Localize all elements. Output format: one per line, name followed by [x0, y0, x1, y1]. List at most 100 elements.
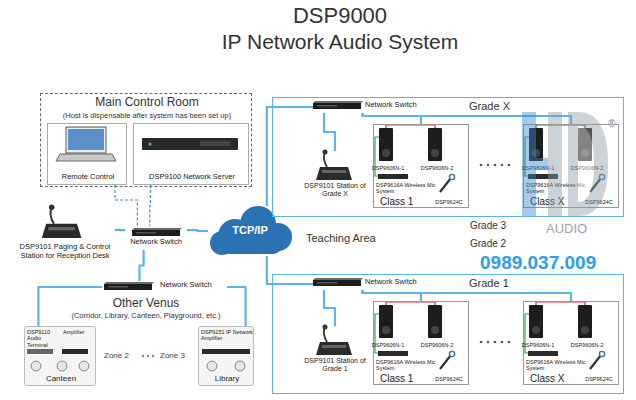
- amplifier-symbol: [202, 349, 250, 354]
- node-label: Grade 1: [469, 277, 529, 290]
- network-link: [149, 185, 151, 226]
- network-link: [38, 287, 102, 326]
- node-label: Canteen: [25, 374, 97, 383]
- dot: [142, 355, 144, 357]
- laptop-display: [68, 129, 104, 150]
- zone-box: DSP9151 IP Network AmplifierLibrary: [198, 326, 254, 386]
- switch-node: Network Switch: [125, 226, 187, 250]
- switch-symbol: [132, 228, 182, 236]
- node-label: DSP9606N-1: [370, 165, 406, 171]
- node-label: DSP9624C: [430, 376, 468, 382]
- zone-fill: [24, 326, 96, 386]
- section-note: (Corridor, Library, Canteen, Playground,…: [40, 312, 252, 321]
- dot: [501, 164, 504, 167]
- network-link: [324, 290, 335, 326]
- server-panel: [200, 141, 230, 146]
- node-label: DSP9606N-1: [370, 342, 406, 348]
- node-label: Class 1: [380, 196, 424, 208]
- node-label: Library: [199, 374, 255, 383]
- dot: [480, 164, 483, 167]
- ceiling-speaker: [207, 361, 217, 371]
- network-link: [363, 113, 422, 124]
- grade-box: Grade 1 Network SwitchDSP9101 Station of …: [272, 274, 624, 394]
- dot: [152, 355, 154, 357]
- node-label: DSP9101 Station of Grade 1: [299, 357, 371, 373]
- node-label: DSP9616A Wireless Mic System: [376, 182, 436, 195]
- node-label: Amplifier: [63, 329, 95, 335]
- switch-node: Network Switch: [313, 101, 423, 113]
- network-link: [363, 290, 422, 301]
- grade-box: Grade X Network SwitchDSP9101 Station of …: [272, 97, 624, 217]
- network-link: [363, 290, 572, 301]
- node-label: Network Switch: [365, 101, 423, 110]
- network-link: [187, 229, 208, 232]
- logo-shape: [578, 126, 594, 202]
- node-label: DSP9606N-2: [569, 342, 605, 348]
- dot: [487, 341, 490, 344]
- switch-symbol: [313, 278, 363, 286]
- class-box: DSP9606N-1 DSP9606N-2DSP9616A Wireless Mi…: [523, 301, 619, 385]
- node-label: DSP9606N-2: [419, 342, 455, 348]
- ceiling-speaker: [31, 361, 41, 371]
- node-label: Class X: [530, 196, 574, 208]
- node-label: DSP9151 IP Network Amplifier: [201, 329, 253, 342]
- network-link: [227, 287, 246, 326]
- switch-symbol: [104, 282, 154, 290]
- class-box: DSP9606N-1 DSP9606N-2DSP9616A Wireless Mi…: [373, 124, 469, 208]
- network-link: [267, 256, 313, 284]
- node-label: DSP9606N-2: [569, 165, 605, 171]
- network-link: [115, 229, 125, 232]
- station-node: DSP9101 Station of Grade 1: [299, 326, 371, 376]
- network-link: [115, 185, 137, 226]
- watermark-phone: 0989.037.009: [480, 252, 630, 274]
- node-label: TCP/IP: [208, 224, 292, 237]
- node-label: DSP9616A Wireless Mic System: [526, 359, 586, 372]
- dot: [501, 341, 504, 344]
- subtitle: IP Network Audio System: [190, 30, 490, 54]
- node-label: Network Switch: [365, 278, 423, 287]
- dot: [487, 164, 490, 167]
- station-symbol: [316, 150, 352, 181]
- ceiling-speaker: [79, 361, 89, 371]
- network-link: [324, 113, 335, 151]
- server-light: [149, 143, 152, 146]
- diagram-title: DSP9000: [190, 3, 490, 28]
- zone-label: Zone 3: [160, 351, 200, 360]
- node-label: Remote Control: [48, 173, 128, 182]
- station-node: DSP9101 Station of Grade X: [299, 151, 371, 201]
- node-label: Network Switch: [125, 238, 187, 247]
- class-box: DSP9606N-1DSP9606N-2DSP9616A Wireless Mi…: [523, 124, 619, 208]
- node-label: DSP9624C: [580, 199, 618, 205]
- switch-symbol: [313, 101, 363, 109]
- node-label: (Host is dispensable after system has be…: [41, 112, 253, 121]
- room-box: Main Control Room(Host is dispensable af…: [40, 93, 252, 187]
- node-label: DSP9606N-2: [419, 165, 455, 171]
- zone-fill: [198, 326, 254, 386]
- grade-label: Grade 2: [470, 238, 530, 250]
- dot: [147, 355, 149, 357]
- ceiling-speaker: [57, 361, 67, 371]
- node-label: DSP9606N-1: [520, 342, 556, 348]
- zone-box: DSP9110 Audio TerminalAmplifierCanteen: [24, 326, 96, 386]
- station-symbol: [316, 325, 352, 356]
- station-node: DSP9101 Paging & Control Station for Rec…: [15, 205, 115, 267]
- logo-shape: [568, 112, 608, 216]
- class-box: DSP9606N-1 DSP9606N-2DSP9616A Wireless Mi…: [373, 301, 469, 385]
- node-label: Network Switch: [160, 281, 227, 290]
- network-link: [140, 250, 144, 281]
- section-heading: Other Venus: [40, 297, 252, 311]
- logo-bar: [522, 158, 562, 170]
- amplifier-symbol: [62, 349, 88, 354]
- network-link: [363, 113, 572, 124]
- zone-label: Zone 2: [104, 351, 144, 360]
- node-label: DSP9101 Station of Grade X: [299, 182, 371, 198]
- node-label: Class 1: [380, 373, 424, 385]
- switch-node: Network Switch: [313, 278, 423, 290]
- device-box: DSP9100 Network Server: [133, 123, 249, 185]
- node-label: Grade X: [469, 100, 529, 113]
- node-label: DSP9606N-1: [520, 165, 556, 171]
- node-label: DSP9616A Wireless Mic System: [376, 359, 436, 372]
- logo-bar: [522, 112, 536, 216]
